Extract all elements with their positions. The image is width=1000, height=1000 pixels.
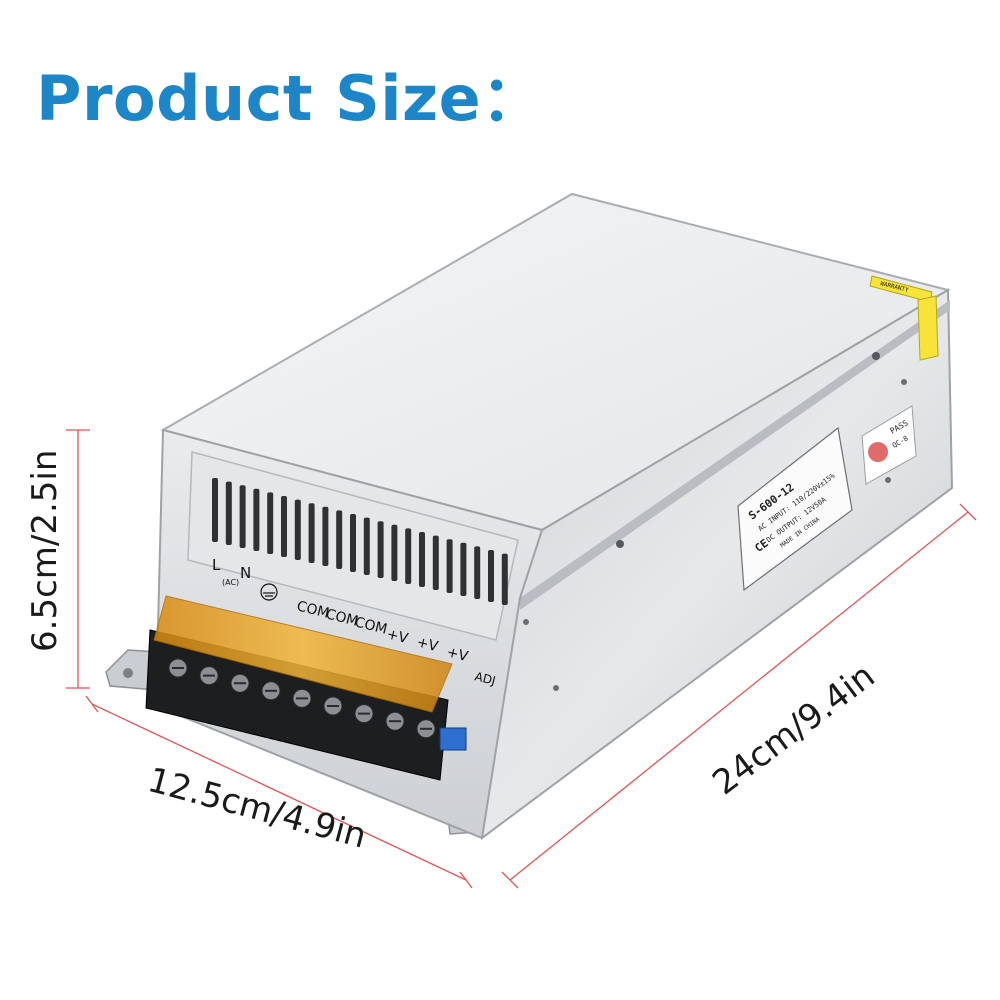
vent-slot (294, 499, 301, 560)
height-dimension-label: 6.5cm/2.5in (25, 450, 65, 652)
ce-mark: CE (752, 537, 770, 555)
vent-slot (336, 510, 343, 569)
screw-hole (523, 619, 529, 625)
terminal-screws (168, 658, 436, 739)
vent-slot (363, 517, 370, 575)
screw-hole (901, 379, 907, 385)
terminal-label-strip: L (AC) N COM COM COM +V +V +V ADJ (212, 556, 497, 688)
terminal-label-v-1: +V (385, 626, 410, 647)
terminal-label-com-3: COM (353, 614, 389, 637)
vent-slot (446, 539, 453, 593)
vent-slot (212, 478, 218, 542)
length-dimension-label: 24cm/9.4in (705, 656, 882, 803)
warranty-sticker: WARRANTY (869, 275, 939, 361)
vent-slot (225, 481, 232, 545)
vent-slot (253, 488, 260, 551)
vent-slot (474, 546, 481, 599)
width-dimension-line (91, 703, 467, 881)
spec-label: S-600-12 AC INPUT: 110/220V±15% DC OUTPU… (737, 426, 853, 592)
vent-slot (391, 524, 398, 581)
page-title: Product Size： (36, 62, 544, 135)
screw-hole (553, 685, 559, 691)
height-dimension (66, 429, 90, 689)
screw-hole (616, 540, 624, 548)
vent-slot (501, 553, 508, 605)
terminal-label-com-2: COM (324, 606, 360, 629)
terminal-label-com-1: COM (295, 598, 331, 621)
qc-stamp-icon (868, 442, 888, 462)
length-dimension (501, 503, 977, 889)
vent-slot (377, 521, 384, 578)
terminal-label-n: N (240, 564, 251, 582)
vent-slot (281, 496, 287, 557)
voltage-adjust-knob (439, 727, 467, 751)
width-dimension (85, 695, 473, 889)
terminal-label-adj: ADJ (473, 669, 497, 688)
ventilation-slots (212, 478, 508, 605)
terminal-label-v-3: +V (445, 644, 470, 665)
vent-slot (350, 514, 356, 572)
vent-slot (239, 485, 246, 548)
ground-icon (260, 583, 278, 601)
vent-slot (405, 528, 412, 584)
vent-slot (322, 506, 329, 566)
vent-slot (488, 550, 494, 602)
vent-slot (308, 503, 315, 563)
screw-hole (872, 352, 880, 360)
terminal-label-l: L (212, 556, 221, 574)
pass-sticker: PASS QC-8 (861, 405, 917, 485)
vent-slot (267, 492, 274, 554)
length-dimension-line (509, 511, 969, 881)
terminal-label-ac: (AC) (222, 578, 239, 587)
screw-hole (885, 477, 891, 483)
vent-slot (419, 532, 425, 587)
terminal-label-v-2: +V (415, 634, 440, 655)
terminal-cover (153, 595, 453, 713)
vent-slot (432, 535, 439, 590)
vent-slot (460, 542, 467, 596)
